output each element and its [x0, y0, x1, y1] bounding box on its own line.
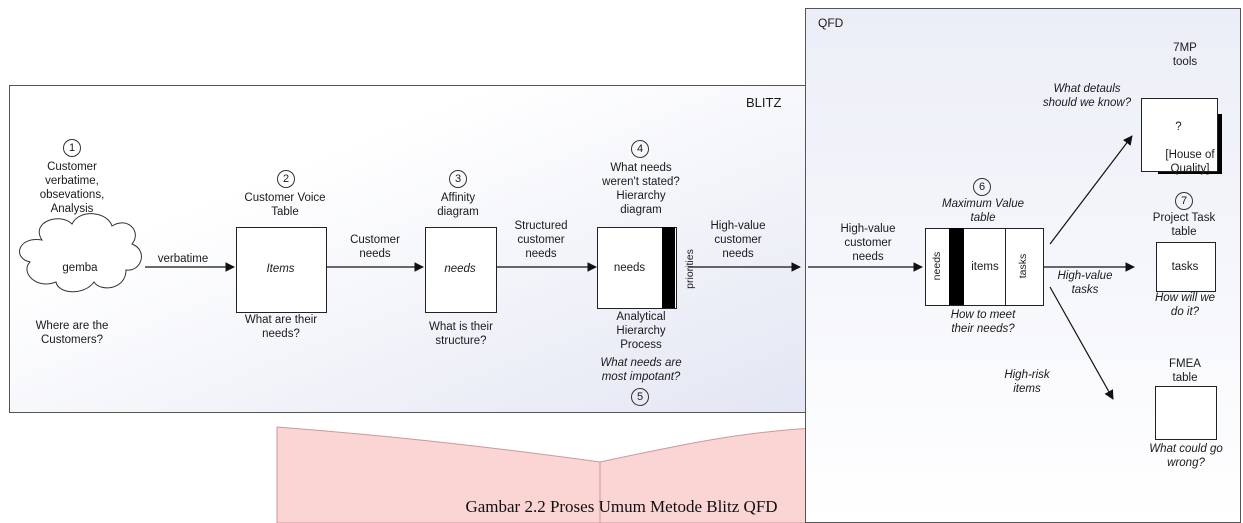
- arrow-structured-needs-label: Structured customer needs: [514, 220, 568, 260]
- step-7-title: Project Task table: [1152, 212, 1216, 238]
- project-task-table-box: [1156, 242, 1216, 292]
- maximum-value-table-box: [925, 228, 1044, 306]
- step-6-col-items: items: [971, 261, 999, 273]
- qfd-in-arrow-label: High-value customer needs: [840, 223, 896, 263]
- step-2-badge: 2: [277, 170, 295, 188]
- step-1-title: Customer verbatime, obsevations, Analysi…: [39, 161, 105, 215]
- step-1-question: Where are the Customers?: [35, 320, 109, 346]
- priorities-label: priorities: [684, 249, 696, 289]
- customer-voice-table-box: [236, 227, 327, 313]
- figure-caption: Gambar 2.2 Proses Umum Metode Blitz QFD: [465, 497, 778, 516]
- tools-title: 7MP tools: [1172, 42, 1198, 68]
- qfd-label: QFD: [818, 16, 844, 30]
- step-5-question: What needs are most impotant?: [600, 357, 682, 383]
- step-3-box-label: needs: [444, 263, 476, 275]
- step-6-col-needs: needs: [931, 251, 943, 281]
- fmea-title: FMEA table: [1169, 358, 1201, 384]
- tools-box-label: ?: [1175, 121, 1182, 133]
- gemba-label: gemba: [62, 262, 98, 274]
- step-2-box-label: Items: [266, 263, 295, 275]
- gemba-cloud: [19, 213, 142, 293]
- step-7-badge: 7: [1175, 192, 1193, 210]
- step-4-title: What needs weren't stated? Hierarchy dia…: [602, 162, 680, 216]
- step-3-question: What is their structure?: [429, 321, 493, 347]
- arrow-verbatime-label: verbatime: [157, 253, 209, 265]
- fmea-table-box: [1155, 386, 1217, 440]
- arrow-customer-needs-label: Customer needs: [350, 234, 400, 260]
- step-4-badge: 4: [631, 140, 649, 158]
- arrow-to-fmea: [1049, 286, 1114, 400]
- arrow-to-tools: [1049, 135, 1133, 245]
- step-5-badge: 5: [631, 388, 649, 406]
- mid-arrow-label: High-value tasks: [1057, 270, 1113, 296]
- step-3-badge: 3: [449, 170, 467, 188]
- step-7-box-label: tasks: [1171, 261, 1199, 273]
- upper-arrow-label: What detauls should we know?: [1042, 83, 1132, 109]
- step-5-title: Analytical Hierarchy Process: [616, 311, 666, 351]
- step-2-title: Customer Voice Table: [244, 192, 326, 218]
- fmea-question: What could go wrong?: [1149, 443, 1223, 469]
- step-6-question: How to meet their needs?: [950, 309, 1016, 335]
- step-6-badge: 6: [973, 178, 991, 196]
- step-2-question: What are their needs?: [244, 314, 318, 340]
- affinity-diagram-box: [425, 227, 497, 313]
- step-1-badge: 1: [63, 139, 81, 157]
- max-value-divider: [1005, 228, 1006, 305]
- tools-box: [1141, 98, 1218, 172]
- lower-arrow-label: High-risk items: [1004, 369, 1050, 395]
- blitz-panel: [9, 85, 811, 413]
- step-6-title: Maximum Value table: [941, 198, 1025, 224]
- step-7-question: How will we do it?: [1154, 292, 1216, 318]
- max-value-dark-bar: [949, 228, 964, 305]
- priorities-bar: [662, 227, 675, 308]
- arrow-high-value-needs-label: High-value customer needs: [710, 220, 766, 260]
- step-6-col-tasks: tasks: [1017, 253, 1029, 279]
- tools-note: [House of Quality]: [1165, 149, 1215, 175]
- step-3-title: Affinity diagram: [437, 192, 479, 218]
- step-4-box-label: needs: [613, 262, 646, 274]
- blitz-label: BLITZ: [746, 95, 782, 110]
